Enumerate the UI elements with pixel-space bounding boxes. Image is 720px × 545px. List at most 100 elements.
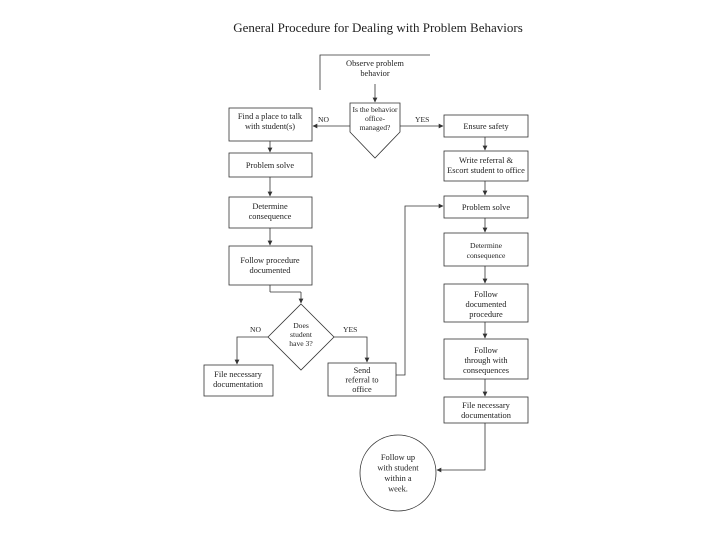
find-place-line: with student(s) — [245, 122, 295, 131]
decision-3-line: student — [290, 330, 313, 339]
send-referral-line: referral to — [345, 376, 378, 385]
label-no-top: NO — [318, 115, 329, 124]
write-referral-text: Write referral &Escort student to office — [447, 156, 525, 175]
determine-right-line: Determine — [470, 241, 503, 250]
problem-solve-right-text: Problem solve — [462, 203, 510, 212]
follow-procedure-left-line: documented — [250, 266, 292, 275]
node-problem-solve-left: Problem solve — [228, 152, 313, 178]
follow-through-box — [443, 338, 529, 380]
file-left-box — [203, 364, 274, 397]
problem-solve-left-line: Problem solve — [246, 161, 294, 170]
problem-solve-right-box — [443, 195, 529, 219]
write-referral-line: Write referral & — [459, 156, 514, 165]
decision-office-line: managed? — [360, 123, 391, 132]
follow-documented-right-line: documented — [466, 300, 508, 309]
edge-referral-to-problem-solve — [396, 203, 444, 376]
decision-office-line: Is the behavior — [352, 105, 398, 114]
send-referral-line: Send — [354, 366, 372, 375]
determine-left-line: consequence — [249, 212, 292, 221]
observe-frame-line — [319, 54, 430, 90]
ensure-safety-text: Ensure safety — [463, 122, 509, 131]
find-place-line: Find a place to talk — [238, 112, 303, 121]
follow-through-line: Follow — [474, 346, 499, 355]
file-right-box — [443, 396, 529, 424]
write-referral-box — [443, 150, 529, 182]
file-left-line: File necessary — [214, 370, 262, 379]
find-place-box — [228, 107, 313, 142]
diagram-title: General Procedure for Dealing with Probl… — [233, 20, 523, 35]
follow-documented-right-line: Follow — [474, 290, 499, 299]
decision-3-line: Does — [293, 321, 309, 330]
decision-3-line: have 3? — [289, 339, 313, 348]
follow-up-line: week. — [388, 485, 408, 494]
label-yes-bottom: YES — [343, 325, 357, 334]
file-right-line: File necessary — [462, 401, 510, 410]
edge-decision3-no — [234, 336, 268, 365]
problem-solve-right-line: Problem solve — [462, 203, 510, 212]
problem-solve-left-text: Problem solve — [246, 161, 294, 170]
ensure-safety-line: Ensure safety — [463, 122, 509, 131]
label-no-bottom: NO — [250, 325, 261, 334]
decision-three-shape — [267, 303, 335, 371]
label-yes-top: YES — [415, 115, 429, 124]
send-referral-line: office — [352, 385, 372, 394]
edge-file-to-followup — [436, 423, 486, 473]
determine-right-box — [443, 232, 529, 267]
observe-line: Observe problem — [346, 59, 404, 68]
determine-left-line: Determine — [252, 202, 288, 211]
observe-line: behavior — [360, 69, 390, 78]
node-problem-solve-right: Problem solve — [443, 195, 529, 219]
follow-through-line: through with — [464, 356, 508, 365]
determine-left-box — [228, 196, 313, 229]
follow-documented-right-box — [443, 283, 529, 323]
follow-up-circle — [359, 434, 437, 512]
decision-office-line: office- — [365, 114, 386, 123]
problem-solve-left-box — [228, 152, 313, 178]
ensure-safety-box — [443, 114, 529, 138]
follow-through-line: consequences — [463, 366, 509, 375]
follow-documented-right-line: procedure — [469, 310, 503, 319]
follow-procedure-left-line: Follow procedure — [240, 256, 300, 265]
decision-office-shape — [349, 102, 401, 159]
edge-decision3-yes — [334, 336, 370, 363]
follow-up-line: Follow up — [381, 453, 415, 462]
edges — [234, 54, 488, 473]
follow-procedure-left-box — [228, 245, 313, 286]
file-left-line: documentation — [213, 380, 264, 389]
file-right-line: documentation — [461, 411, 512, 420]
node-ensure-safety: Ensure safety — [443, 114, 529, 138]
send-referral-box — [327, 362, 397, 397]
node-write-referral: Write referral &Escort student to office — [443, 150, 529, 182]
write-referral-line: Escort student to office — [447, 166, 525, 175]
determine-right-line: consequence — [467, 251, 506, 260]
follow-up-line: within a — [384, 474, 411, 483]
